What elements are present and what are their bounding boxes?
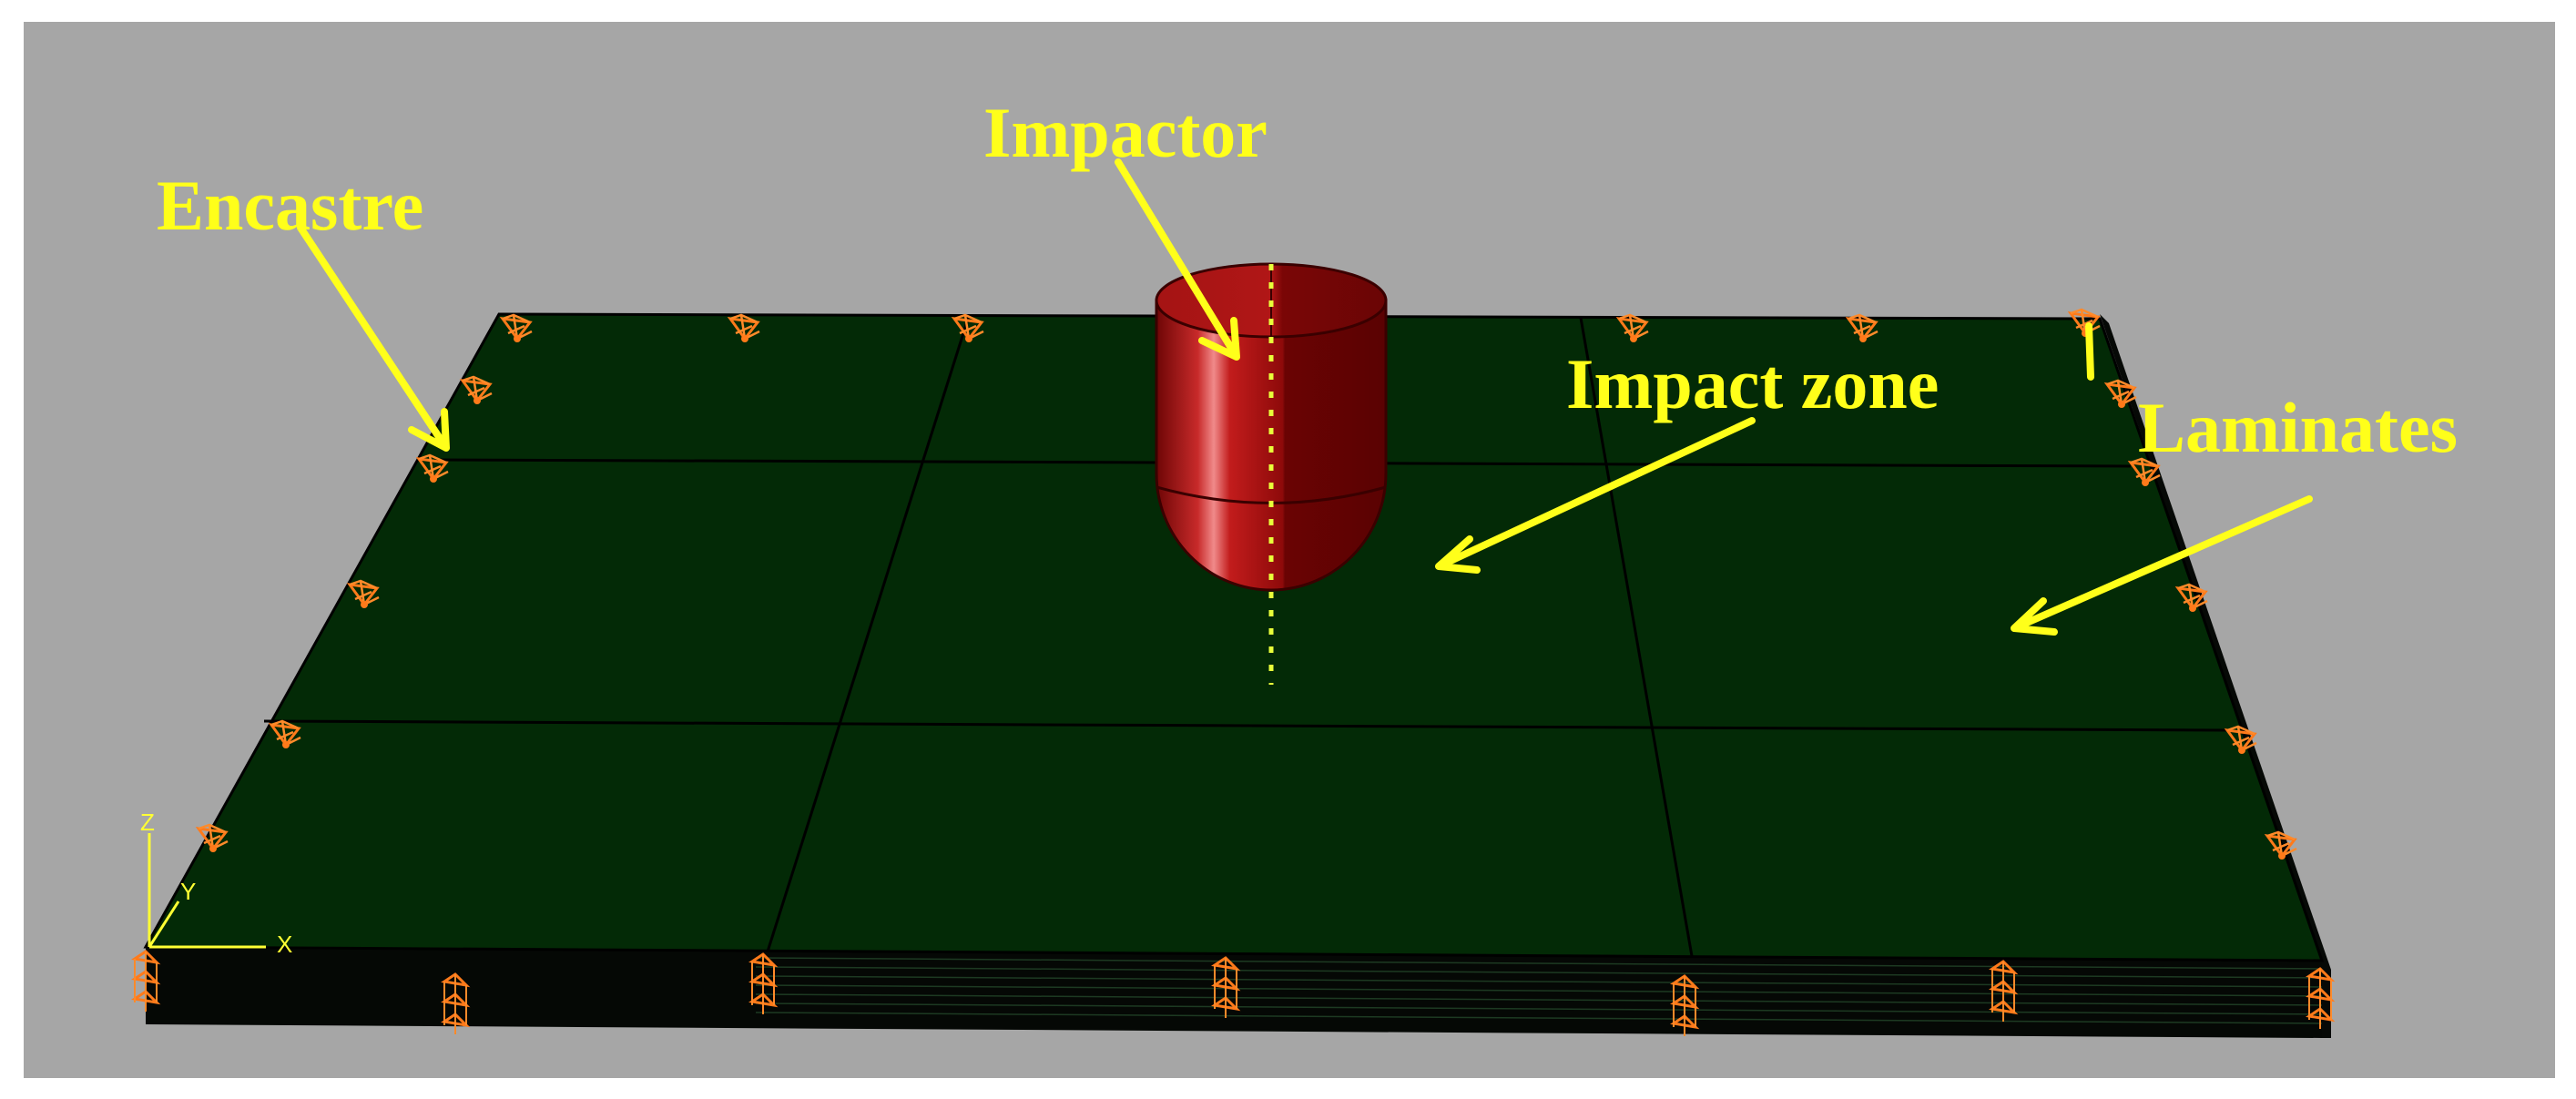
impactor-label: Impactor (983, 93, 1268, 172)
plate-top-face (143, 312, 2325, 962)
laminates-arrow (2011, 495, 2313, 636)
impactor-arrow (1115, 158, 1240, 361)
encastre-label: Encastre (157, 166, 423, 245)
axis-x-label: X (277, 931, 292, 958)
impact-zone-arrow (1435, 417, 1756, 574)
encastre-arrow (297, 224, 450, 452)
laminate-layer-lines (755, 957, 2323, 1024)
coordinate-triad-icon (148, 833, 266, 949)
axis-y-label: Y (180, 878, 196, 905)
plate-front-edge (146, 947, 2322, 1038)
impact-zone-label: Impact zone (1566, 344, 1939, 423)
axis-z-label: Z (140, 809, 155, 836)
annotation-arrows (297, 158, 2313, 636)
laminates-leader (2085, 322, 2094, 381)
laminates-label: Laminates (2138, 388, 2458, 467)
